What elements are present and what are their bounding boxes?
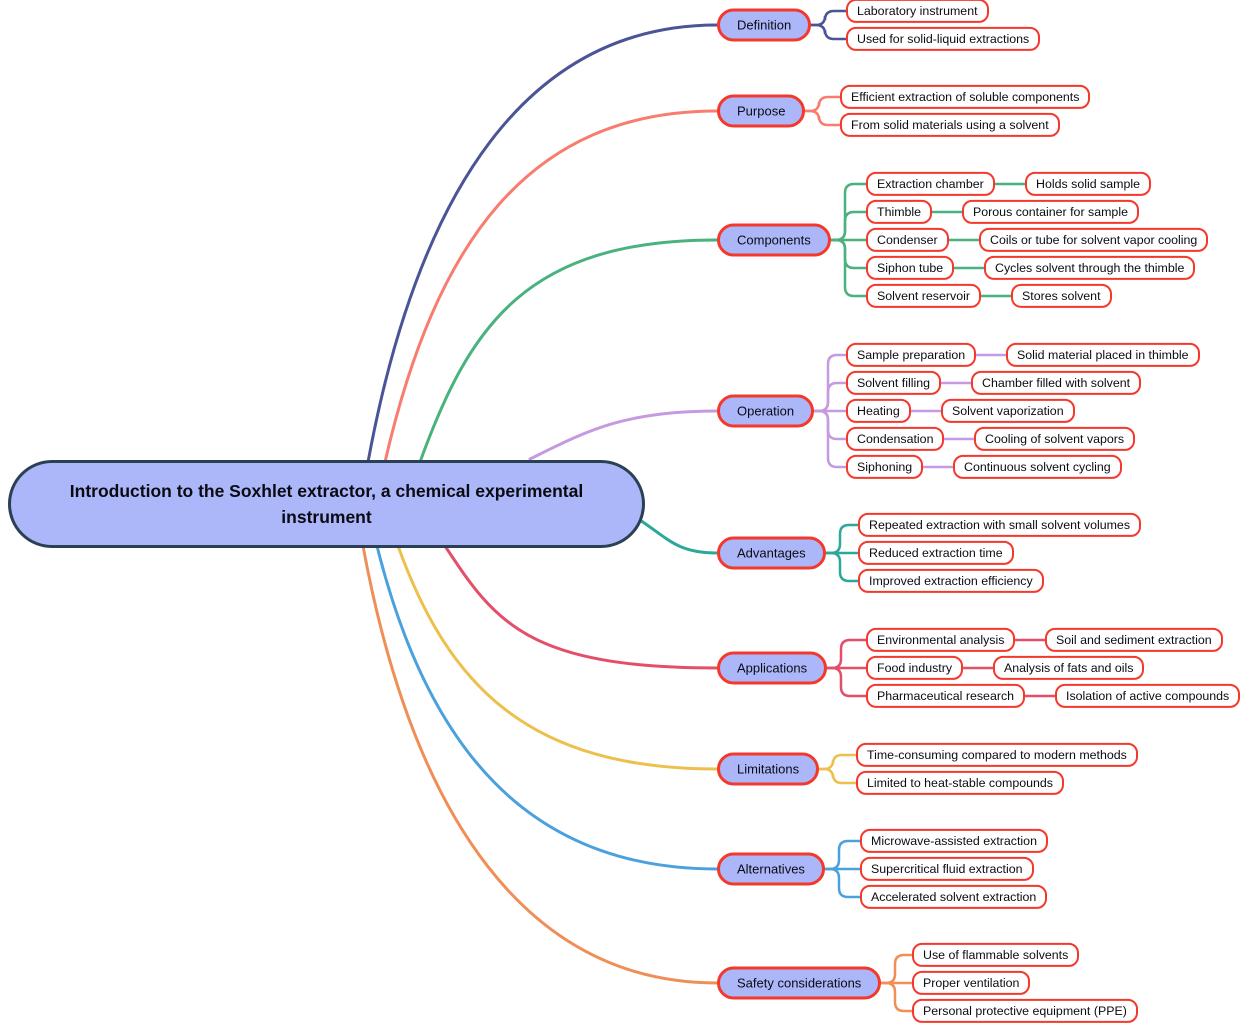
elbow-advantages-improved-extraction-efficiency: [824, 551, 860, 583]
detail-node-porous-container-for-sample[interactable]: Porous container for sample: [962, 199, 1139, 225]
elbow-limitations-limited-to-heat-stable-compounds: [817, 767, 858, 785]
detail-node-soil-and-sediment-extraction[interactable]: Soil and sediment extraction: [1045, 627, 1223, 653]
branch-node-operation[interactable]: Operation: [717, 394, 815, 428]
root-curve-purpose: [383, 109, 719, 464]
leaf-node-heating[interactable]: Heating: [846, 398, 911, 424]
elbow-safety-considerations-personal-protective-equipment-ppe: [879, 981, 914, 1013]
leaf-node-reduced-extraction-time[interactable]: Reduced extraction time: [858, 540, 1014, 566]
elbow-purpose-from-solid-materials-using-a-solvent: [803, 109, 842, 127]
branch-node-safety-considerations[interactable]: Safety considerations: [717, 966, 882, 1000]
root-node-label: Introduction to the Soxhlet extractor, a…: [69, 480, 584, 527]
leaf-node-used-for-solid-liquid-extractions[interactable]: Used for solid-liquid extractions: [846, 26, 1041, 52]
detail-node-continuous-solvent-cycling[interactable]: Continuous solvent cycling: [953, 454, 1122, 480]
leaf-node-extraction-chamber[interactable]: Extraction chamber: [866, 171, 995, 197]
root-curve-alternatives: [375, 544, 719, 871]
leaf-node-microwave-assisted-extraction[interactable]: Microwave-assisted extraction: [860, 828, 1048, 854]
leaf-node-siphon-tube[interactable]: Siphon tube: [866, 255, 955, 281]
elbow-components-solvent-reservoir: [829, 238, 868, 298]
leaf-node-time-consuming-compared-to-modern-methods[interactable]: Time-consuming compared to modern method…: [856, 742, 1138, 768]
root-node[interactable]: Introduction to the Soxhlet extractor, a…: [8, 460, 645, 548]
detail-node-solid-material-placed-in-thimble[interactable]: Solid material placed in thimble: [1006, 342, 1200, 368]
detail-node-cooling-of-solvent-vapors[interactable]: Cooling of solvent vapors: [974, 426, 1136, 452]
branch-node-applications[interactable]: Applications: [717, 651, 828, 685]
root-curve-limitations: [396, 544, 719, 771]
detail-node-isolation-of-active-compounds[interactable]: Isolation of active compounds: [1055, 683, 1240, 709]
root-curve-components: [418, 238, 719, 464]
root-curve-definition: [366, 23, 719, 464]
branch-node-limitations[interactable]: Limitations: [717, 752, 820, 786]
root-curve-advantages: [632, 514, 719, 555]
branch-node-alternatives[interactable]: Alternatives: [717, 852, 825, 886]
elbow-operation-siphoning: [812, 409, 848, 469]
elbow-alternatives-accelerated-solvent-extraction: [823, 867, 862, 899]
detail-node-stores-solvent[interactable]: Stores solvent: [1011, 283, 1112, 309]
detail-node-coils-or-tube-for-solvent-vapor-cooling[interactable]: Coils or tube for solvent vapor cooling: [979, 227, 1209, 253]
leaf-node-from-solid-materials-using-a-solvent[interactable]: From solid materials using a solvent: [840, 112, 1060, 138]
root-curve-safety-considerations: [361, 544, 719, 985]
leaf-node-personal-protective-equipment-ppe[interactable]: Personal protective equipment (PPE): [912, 998, 1138, 1024]
leaf-node-laboratory-instrument[interactable]: Laboratory instrument: [846, 0, 989, 24]
branch-node-definition[interactable]: Definition: [717, 8, 812, 42]
leaf-node-sample-preparation[interactable]: Sample preparation: [846, 342, 977, 368]
leaf-node-thimble[interactable]: Thimble: [866, 199, 933, 225]
leaf-node-condensation[interactable]: Condensation: [846, 426, 945, 452]
branch-node-components[interactable]: Components: [717, 223, 831, 257]
branch-node-purpose[interactable]: Purpose: [717, 94, 806, 128]
leaf-node-condenser[interactable]: Condenser: [866, 227, 949, 253]
leaf-node-environmental-analysis[interactable]: Environmental analysis: [866, 627, 1016, 653]
leaf-node-supercritical-fluid-extraction[interactable]: Supercritical fluid extraction: [860, 856, 1034, 882]
leaf-node-siphoning[interactable]: Siphoning: [846, 454, 924, 480]
detail-node-cycles-solvent-through-the-thimble[interactable]: Cycles solvent through the thimble: [984, 255, 1196, 281]
leaf-node-food-industry[interactable]: Food industry: [866, 655, 964, 681]
elbow-applications-pharmaceutical-research: [825, 666, 868, 698]
detail-node-holds-solid-sample[interactable]: Holds solid sample: [1025, 171, 1151, 197]
branch-node-advantages[interactable]: Advantages: [717, 536, 826, 570]
leaf-node-improved-extraction-efficiency[interactable]: Improved extraction efficiency: [858, 568, 1044, 594]
root-curve-applications: [443, 544, 719, 670]
elbow-definition-used-for-solid-liquid-extractions: [809, 23, 848, 41]
root-curve-operation: [528, 409, 719, 461]
leaf-node-efficient-extraction-of-soluble-components[interactable]: Efficient extraction of soluble componen…: [840, 84, 1091, 110]
leaf-node-solvent-filling[interactable]: Solvent filling: [846, 370, 942, 396]
detail-node-analysis-of-fats-and-oils[interactable]: Analysis of fats and oils: [993, 655, 1145, 681]
leaf-node-accelerated-solvent-extraction[interactable]: Accelerated solvent extraction: [860, 884, 1048, 910]
leaf-node-proper-ventilation[interactable]: Proper ventilation: [912, 970, 1031, 996]
leaf-node-repeated-extraction-with-small-solvent-volumes[interactable]: Repeated extraction with small solvent v…: [858, 512, 1142, 538]
leaf-node-pharmaceutical-research[interactable]: Pharmaceutical research: [866, 683, 1026, 709]
leaf-node-limited-to-heat-stable-compounds[interactable]: Limited to heat-stable compounds: [856, 770, 1064, 796]
leaf-node-use-of-flammable-solvents[interactable]: Use of flammable solvents: [912, 942, 1080, 968]
leaf-node-solvent-reservoir[interactable]: Solvent reservoir: [866, 283, 981, 309]
detail-node-chamber-filled-with-solvent[interactable]: Chamber filled with solvent: [971, 370, 1142, 396]
detail-node-solvent-vaporization[interactable]: Solvent vaporization: [941, 398, 1075, 424]
